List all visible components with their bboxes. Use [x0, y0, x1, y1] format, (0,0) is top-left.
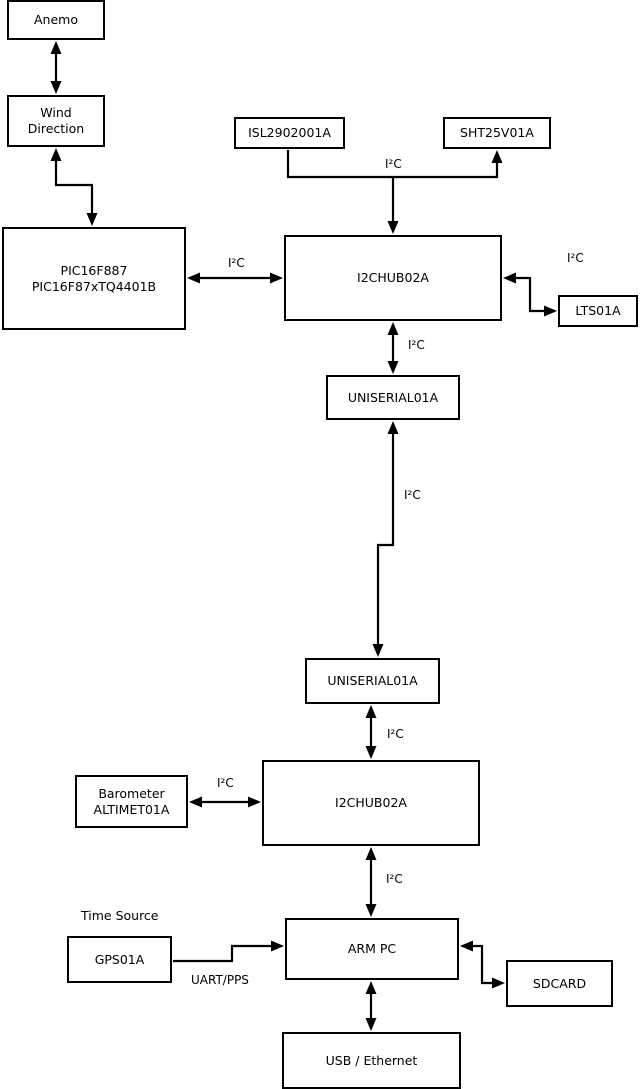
node-armpc: ARM PC: [285, 918, 459, 980]
edge-label-hub-uniserial-top: I²C: [408, 338, 425, 352]
edge-barometer-hub: [189, 796, 261, 808]
node-lts: LTS01A: [558, 295, 638, 327]
node-pic: PIC16F887 PIC16F87xTQ4401B: [2, 227, 186, 330]
edge-uniserial-link: [372, 421, 399, 657]
node-hub_bot: I2CHUB02A: [262, 760, 480, 846]
edge-label-hub-lts: I²C: [567, 251, 584, 265]
node-uniserial_top: UNISERIAL01A: [326, 375, 460, 420]
edge-label-uniserial-link: I²C: [404, 488, 421, 502]
node-wind_dir: Wind Direction: [7, 95, 105, 147]
edge-hub-bus-drop: [387, 177, 399, 234]
edge-label-uniserial-hub-bot: I²C: [387, 727, 404, 741]
edge-hub-uniserial-top: [387, 322, 399, 374]
edge-wind-pic: [50, 148, 98, 226]
edge-uniserial-hub-bot: [365, 705, 377, 759]
edge-label-pic-hub: I²C: [228, 256, 245, 270]
edge-hub-armpc: [365, 847, 377, 917]
edge-pic-hub: [187, 272, 283, 284]
node-isl: ISL2902001A: [234, 117, 345, 149]
node-anemo: Anemo: [7, 0, 105, 40]
edge-hub-lts: [503, 272, 557, 317]
edge-label-barometer-hub: I²C: [217, 776, 234, 790]
node-usb_eth: USB / Ethernet: [282, 1032, 461, 1089]
edge-armpc-sdcard: [460, 940, 505, 989]
edge-gps-armpc: [173, 940, 284, 963]
edge-label-gps-armpc: UART/PPS: [191, 973, 249, 987]
edge-anemo-wind: [50, 41, 62, 94]
node-sht: SHT25V01A: [443, 117, 551, 149]
edge-label-hub-sensors-bus: I²C: [385, 157, 402, 171]
node-sdcard: SDCARD: [506, 960, 613, 1007]
node-uniserial_bot: UNISERIAL01A: [305, 658, 440, 704]
node-barometer: Barometer ALTIMET01A: [75, 775, 188, 828]
node-gps: GPS01A: [67, 936, 172, 983]
edge-armpc-usb: [365, 981, 377, 1031]
edge-label-hub-armpc: I²C: [386, 872, 403, 886]
node-hub_top: I2CHUB02A: [284, 235, 502, 321]
free-label-time_source: Time Source: [81, 908, 159, 923]
